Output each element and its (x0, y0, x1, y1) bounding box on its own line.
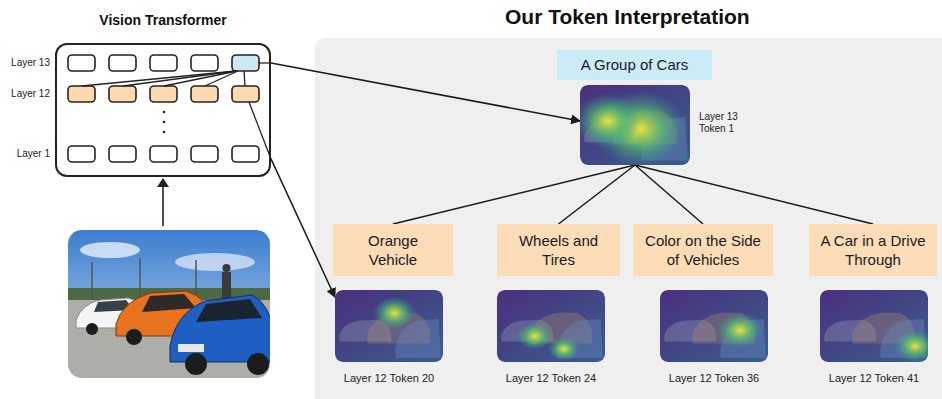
heatmap-node: Layer 12 Token 24 (497, 290, 605, 362)
heatmap-image (497, 290, 605, 362)
concept-box: A Car in a Drive Through (809, 224, 937, 276)
model-box: Vision Transformer (55, 43, 271, 177)
token-grid (68, 55, 259, 162)
panel-heading: Our Token Interpretation (505, 5, 750, 29)
concept-box: Color on the Side of Vehicles (633, 224, 773, 276)
layer-label: Layer 1 (2, 148, 50, 160)
token-caption: Layer 12 Token 24 (477, 372, 625, 384)
heatmap-node: Layer 13 Token 1 (580, 85, 690, 165)
token-caption: Layer 12 Token 36 (640, 372, 788, 384)
heatmap-node: Layer 12 Token 20 (335, 290, 443, 362)
ellipsis-dots (163, 111, 166, 134)
concept-text: Color on the Side of Vehicles (641, 231, 765, 270)
layer-label: Layer 13 (2, 57, 50, 69)
layer-label: Layer 12 (2, 88, 50, 100)
heatmap-image (335, 290, 443, 362)
concept-text: A Group of Cars (581, 55, 689, 75)
concept-box: Wheels and Tires (497, 224, 620, 276)
car-photo (68, 230, 270, 378)
token-caption: Layer 12 Token 41 (800, 372, 942, 384)
concept-text: Orange Vehicle (347, 231, 439, 270)
heatmap-image (660, 290, 768, 362)
heatmap-node: Layer 12 Token 41 (820, 290, 928, 362)
heatmap-image (580, 85, 690, 165)
concept-text: Wheels and Tires (511, 231, 606, 270)
heatmap-image (820, 290, 928, 362)
concept-box: Orange Vehicle (333, 224, 453, 276)
input-arrow (157, 178, 169, 226)
token-caption: Layer 13 Token 1 (699, 111, 753, 135)
interpretation-panel: Our Token InterpretationA Group of CarsL… (315, 38, 942, 399)
token-caption: Layer 12 Token 20 (315, 372, 463, 384)
box-heading: Vision Transformer (57, 12, 269, 28)
concept-box: A Group of Cars (557, 50, 712, 80)
concept-text: A Car in a Drive Through (815, 231, 931, 270)
attention-lines (82, 63, 271, 159)
heatmap-node: Layer 12 Token 36 (660, 290, 768, 362)
